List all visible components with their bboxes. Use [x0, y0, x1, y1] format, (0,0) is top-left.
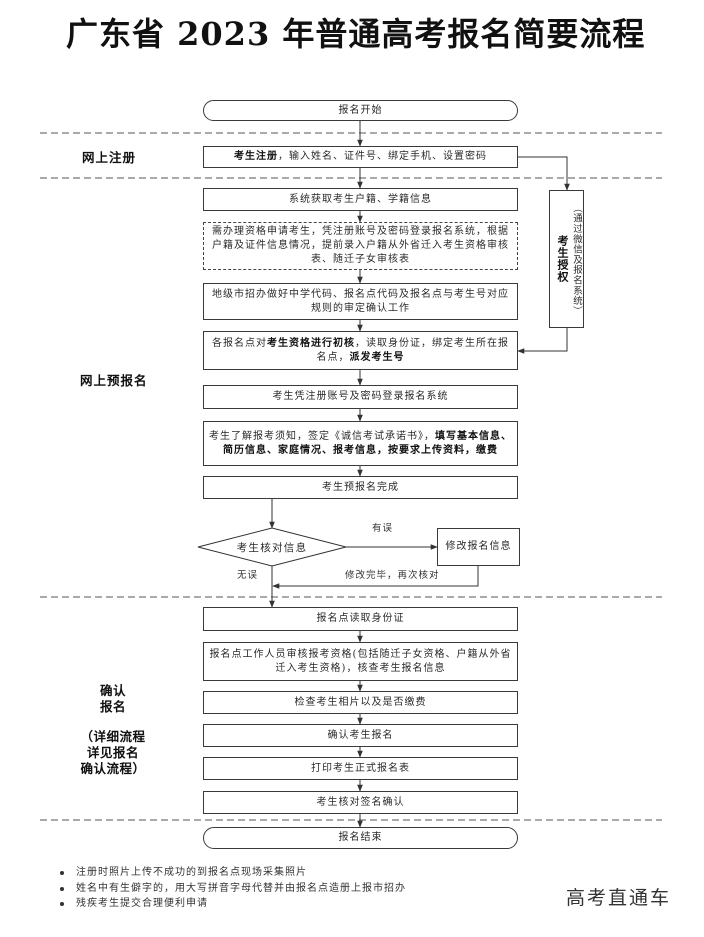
step-register-text: 考生注册，输入姓名、证件号、绑定手机、设置密码 — [234, 150, 487, 164]
step-register: 考生注册，输入姓名、证件号、绑定手机、设置密码 — [203, 146, 518, 168]
bullet-icon — [60, 902, 64, 906]
edge-label-recheck: 修改完毕，再次核对 — [345, 570, 440, 581]
step-login: 考生凭注册账号及密码登录报名系统 — [203, 385, 518, 409]
step-initial-review: 各报名点对考生资格进行初核，读取身份证，绑定考生所在报名点，派发考生号 — [203, 331, 518, 370]
decision-check-info-text: 考生核对信息 — [236, 541, 308, 554]
bullet-icon — [60, 887, 64, 891]
step-confirm-register-text: 确认考生报名 — [327, 729, 394, 741]
step-fetch-info: 系统获取考生户籍、学籍信息 — [203, 188, 518, 211]
flow-start: 报名开始 — [203, 100, 518, 121]
page-title: 广东省 2023 年普通高考报名简要流程 — [66, 15, 646, 53]
flow-end: 报名结束 — [203, 827, 518, 849]
step-pre-register-done-text: 考生预报名完成 — [322, 481, 399, 493]
step-confirm-register: 确认考生报名 — [203, 724, 518, 747]
step-fill-info-seg: 考生了解报考须知，签定《诚信考试承诺书》， — [209, 430, 435, 442]
step-sign-confirm: 考生核对签名确认 — [203, 791, 518, 814]
edge-label-error: 有误 — [372, 523, 394, 534]
step-city-codes-text: 地级市招办做好中学代码、报名点代码及报名点与考生号对应规则的审定确认工作 — [212, 288, 509, 314]
step-fill-info-text: 考生了解报考须知，签定《诚信考试承诺书》，填写基本信息、简历信息、家庭情况、报考… — [208, 430, 513, 458]
step-qualification-apply: 需办理资格申请考生，凭注册账号及密码登录报名系统，根据户籍及证件信息情况，提前录… — [203, 222, 518, 270]
section-label-confirm: 确认 报名 — [70, 683, 156, 715]
step-fetch-info-text: 系统获取考生户籍、学籍信息 — [289, 193, 432, 205]
bullet-icon — [60, 871, 64, 875]
step-qualification-apply-text: 需办理资格申请考生，凭注册账号及密码登录报名系统，根据户籍及证件信息情况，提前录… — [212, 226, 509, 265]
watermark: 高考直通车 — [566, 887, 672, 909]
side-authorize-note: （通过微信及报名系统） — [571, 203, 582, 317]
step-fill-info-bold: 填写基本信息、简历信息、家庭情况、报考信息，按要求上传资料，缴费 — [223, 430, 512, 456]
step-register-rest: ，输入姓名、证件号、绑定手机、设置密码 — [278, 151, 487, 162]
section-label-confirm-line: 确认 — [99, 683, 126, 698]
step-city-codes: 地级市招办做好中学代码、报名点代码及报名点与考生号对应规则的审定确认工作 — [203, 283, 518, 320]
section-label-online-register: 网上注册 — [82, 150, 137, 165]
step-initial-review-bold: 考生资格进行初核 — [267, 337, 355, 349]
step-print-form-text: 打印考生正式报名表 — [311, 762, 410, 774]
step-staff-review-text: 报名点工作人员审核报考资格(包括随迁子女资格、户籍从外省迁入考生资格)，核查考生… — [209, 648, 512, 674]
step-initial-review-text: 各报名点对考生资格进行初核，读取身份证，绑定考生所在报名点，派发考生号 — [208, 337, 513, 365]
side-authorize-title: 考生授权 — [556, 235, 569, 283]
flow-start-text: 报名开始 — [338, 104, 383, 116]
step-sign-confirm-text: 考生核对签名确认 — [316, 796, 405, 808]
flow-end-text: 报名结束 — [338, 832, 383, 843]
step-initial-review-bold: 派发考生号 — [349, 351, 405, 363]
step-check-photo-fee-text: 检查考生相片以及是否缴费 — [294, 696, 427, 708]
arrow-modify-to-recheck — [272, 566, 479, 589]
side-authorize-box: 考生授权 （通过微信及报名系统） — [549, 190, 584, 328]
section-label-confirm-detail: （详细流程 详见报名 确认流程） — [70, 729, 156, 777]
arrow-side-to-review — [517, 328, 568, 354]
section-label-confirm-line: 报名 — [99, 699, 126, 714]
section-label-detail-line: （详细流程 — [80, 729, 146, 744]
note-item: 姓名中有生僻字的，用大写拼音字母代替并由报名点造册上报市招办 — [76, 883, 406, 894]
step-read-id: 报名点读取身份证 — [203, 607, 518, 631]
step-initial-review-seg: ，读取身份证，绑定考生所在报名点， — [316, 337, 509, 363]
section-label-detail-line: 确认流程） — [80, 761, 146, 776]
step-modify-info-text: 修改报名信息 — [445, 541, 512, 552]
note-item: 注册时照片上传不成功的到报名点现场采集照片 — [76, 867, 307, 878]
step-fill-info: 考生了解报考须知，签定《诚信考试承诺书》，填写基本信息、简历信息、家庭情况、报考… — [203, 421, 518, 466]
note-item: 残疾考生提交合理便利申请 — [76, 898, 208, 909]
step-read-id-text: 报名点读取身份证 — [316, 613, 405, 624]
check-info-diamond — [197, 527, 347, 567]
step-pre-register-done: 考生预报名完成 — [203, 476, 518, 499]
section-label-online-pre-register: 网上预报名 — [80, 373, 148, 388]
step-register-bold: 考生注册 — [234, 151, 278, 162]
arrow-register-to-side — [518, 156, 570, 191]
section-label-detail-line: 详见报名 — [86, 745, 139, 760]
step-initial-review-seg: 各报名点对 — [212, 337, 267, 349]
step-staff-review: 报名点工作人员审核报考资格(包括随迁子女资格、户籍从外省迁入考生资格)，核查考生… — [203, 642, 518, 681]
step-check-photo-fee: 检查考生相片以及是否缴费 — [203, 691, 518, 714]
step-print-form: 打印考生正式报名表 — [203, 757, 518, 780]
step-login-text: 考生凭注册账号及密码登录报名系统 — [272, 391, 449, 402]
step-modify-info: 修改报名信息 — [437, 528, 520, 566]
edge-label-ok: 无误 — [237, 570, 259, 581]
